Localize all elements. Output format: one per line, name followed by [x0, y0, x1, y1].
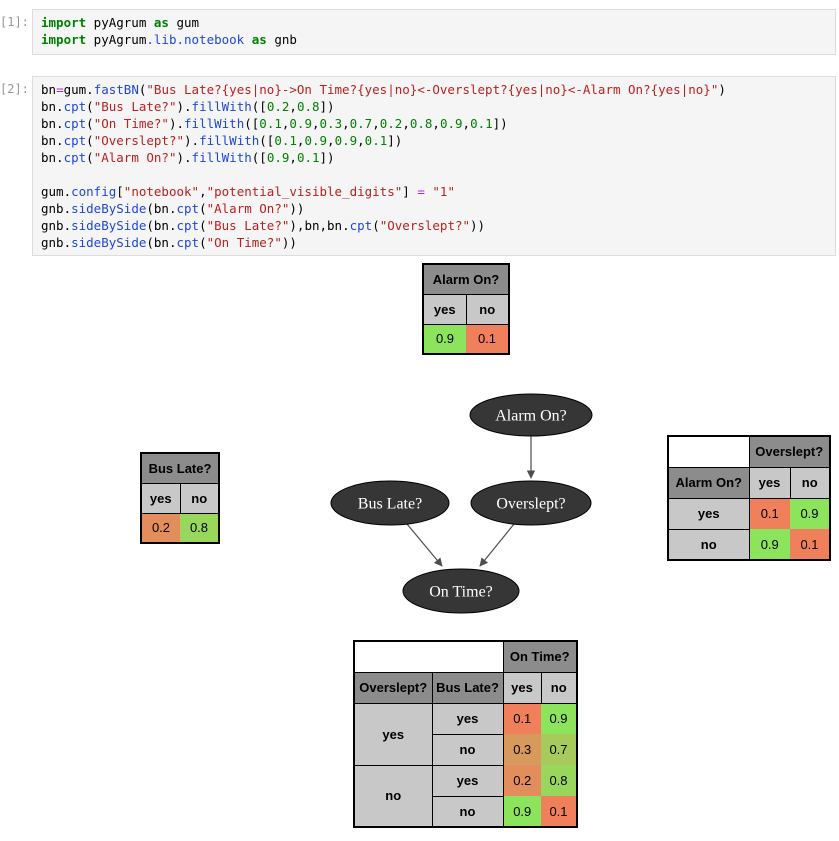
- cpt-value-cell: 0.3: [503, 734, 541, 765]
- cpt-header-cell: yes: [667, 497, 750, 530]
- cpt-value-cell: 0.8: [180, 513, 219, 543]
- cpt-value-cell: 0.9: [423, 324, 466, 354]
- cpt-header-cell: Alarm On?: [422, 263, 510, 295]
- cpt-header-cell: Overslept?: [353, 671, 433, 704]
- code-line: bn.cpt("Overslept?").fillWith([0.1,0.9,0…: [41, 133, 403, 148]
- cpt-header-cell: no: [353, 764, 433, 828]
- graph-node-label: Overslept?: [496, 496, 565, 513]
- cpt-empty-cell: [667, 435, 750, 468]
- cpt-header-cell: Bus Late?: [140, 452, 220, 484]
- code-line: bn.cpt("On Time?").fillWith([0.1,0.9,0.3…: [41, 116, 508, 131]
- graph-node-label: Alarm On?: [495, 408, 567, 425]
- cpt-header-cell: yes: [140, 482, 181, 514]
- cpt-value-cell: 0.8: [541, 765, 577, 796]
- code-cell-2[interactable]: bn=gum.fastBN("Bus Late?{yes|no}->On Tim…: [32, 76, 836, 256]
- cpt-value-cell: 0.1: [790, 529, 830, 560]
- code-line: gum.config["notebook","potential_visible…: [41, 184, 455, 199]
- cpt-value-cell: 0.7: [541, 734, 577, 765]
- code-line: gnb.sideBySide(bn.cpt("On Time?")): [41, 235, 297, 250]
- cpt-header-cell: Overslept?: [748, 435, 831, 468]
- graph-node-overslept: [470, 480, 592, 526]
- cpt-header-cell: yes: [353, 702, 433, 766]
- code-line: gnb.sideBySide(bn.cpt("Bus Late?"),bn,bn…: [41, 218, 486, 233]
- cpt-value-cell: 0.9: [541, 703, 577, 734]
- cpt-value-cell: 0.2: [503, 765, 541, 796]
- code-line: import pyAgrum.lib.notebook as gnb: [41, 32, 297, 47]
- graph-node-label: On Time?: [429, 584, 493, 601]
- cpt-header-cell: yes: [422, 293, 467, 325]
- graph-node-bus: [330, 480, 450, 526]
- cell-2-prompt: [2]:: [0, 82, 29, 96]
- graph-edge-bus-to-ontime: [406, 523, 443, 567]
- cpt-value-cell: 0.2: [141, 513, 180, 543]
- cpt-value-cell: 0.9: [503, 796, 541, 827]
- cpt-header-cell: yes: [748, 466, 791, 499]
- code-cell-1[interactable]: import pyAgrum as gum import pyAgrum.lib.…: [32, 9, 836, 55]
- cpt-header-cell: no: [431, 733, 504, 766]
- graph-node-label: Bus Late?: [358, 496, 422, 513]
- cpt-header-cell: no: [789, 466, 831, 499]
- bayesian-network-graph: Alarm On? Bus Late? Overslept? On Time?: [330, 393, 593, 614]
- cpt-header-cell: Bus Late?: [431, 671, 504, 704]
- code-line: [41, 166, 827, 183]
- cpt-value-cell: 0.1: [503, 703, 541, 734]
- cpt-header-cell: Alarm On?: [667, 466, 750, 499]
- cpt-header-cell: no: [540, 671, 578, 704]
- cpt-header-cell: On Time?: [502, 640, 578, 673]
- cell-1-prompt: [1]:: [0, 15, 29, 29]
- cpt-header-cell: no: [179, 482, 220, 514]
- code-line: gnb.sideBySide(bn.cpt("Alarm On?")): [41, 201, 305, 216]
- cpt-value-cell: 0.1: [466, 324, 509, 354]
- cpt-value-cell: 0.9: [749, 529, 790, 560]
- graph-node-alarm: [469, 393, 593, 437]
- cpt-header-cell: no: [431, 795, 504, 828]
- cpt-empty-cell: [353, 640, 504, 673]
- graph-edge-overslept-to-ontime: [479, 523, 515, 567]
- code-line: bn.cpt("Bus Late?").fillWith([0.2,0.8]): [41, 99, 335, 114]
- cpt-header-cell: yes: [431, 702, 504, 735]
- cpt-header-cell: no: [667, 528, 750, 561]
- cpt-header-cell: yes: [502, 671, 542, 704]
- cpt-value-cell: 0.1: [749, 498, 790, 529]
- code-line: bn=gum.fastBN("Bus Late?{yes|no}->On Tim…: [41, 82, 726, 97]
- cpt-value-cell: 0.1: [541, 796, 577, 827]
- code-line: bn.cpt("Alarm On?").fillWith([0.9,0.1]): [41, 150, 335, 165]
- cpt-value-cell: 0.9: [790, 498, 830, 529]
- cpt-header-cell: no: [465, 293, 510, 325]
- graph-node-ontime: [402, 568, 520, 614]
- cpt-header-cell: yes: [431, 764, 504, 797]
- code-line: import pyAgrum as gum: [41, 15, 200, 30]
